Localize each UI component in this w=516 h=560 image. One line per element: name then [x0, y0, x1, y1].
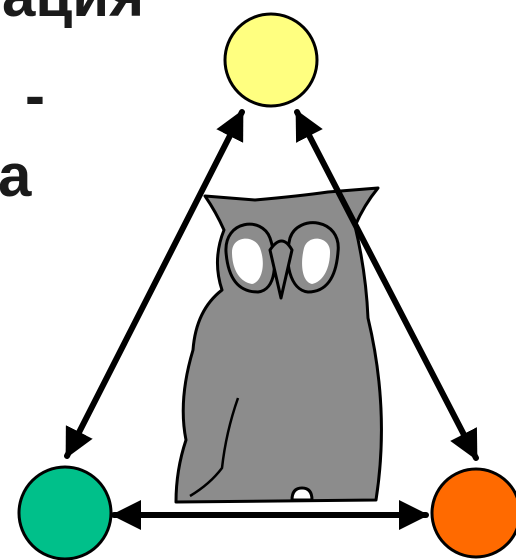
owl-beak — [268, 239, 294, 300]
letter-fragment: а — [0, 142, 32, 209]
owl-icon — [174, 186, 383, 504]
node-bottom-right — [430, 467, 516, 559]
edge-arrow-top-right — [294, 109, 479, 461]
owl-foot — [290, 486, 314, 502]
edge-arrow-top-left — [64, 109, 245, 459]
node-bottom-left — [17, 465, 113, 560]
dash-fragment: - — [25, 62, 45, 129]
owl-body — [174, 186, 383, 504]
heading-fragment: ация — [2, 0, 144, 26]
arrows — [64, 109, 479, 530]
node-top — [223, 12, 319, 108]
